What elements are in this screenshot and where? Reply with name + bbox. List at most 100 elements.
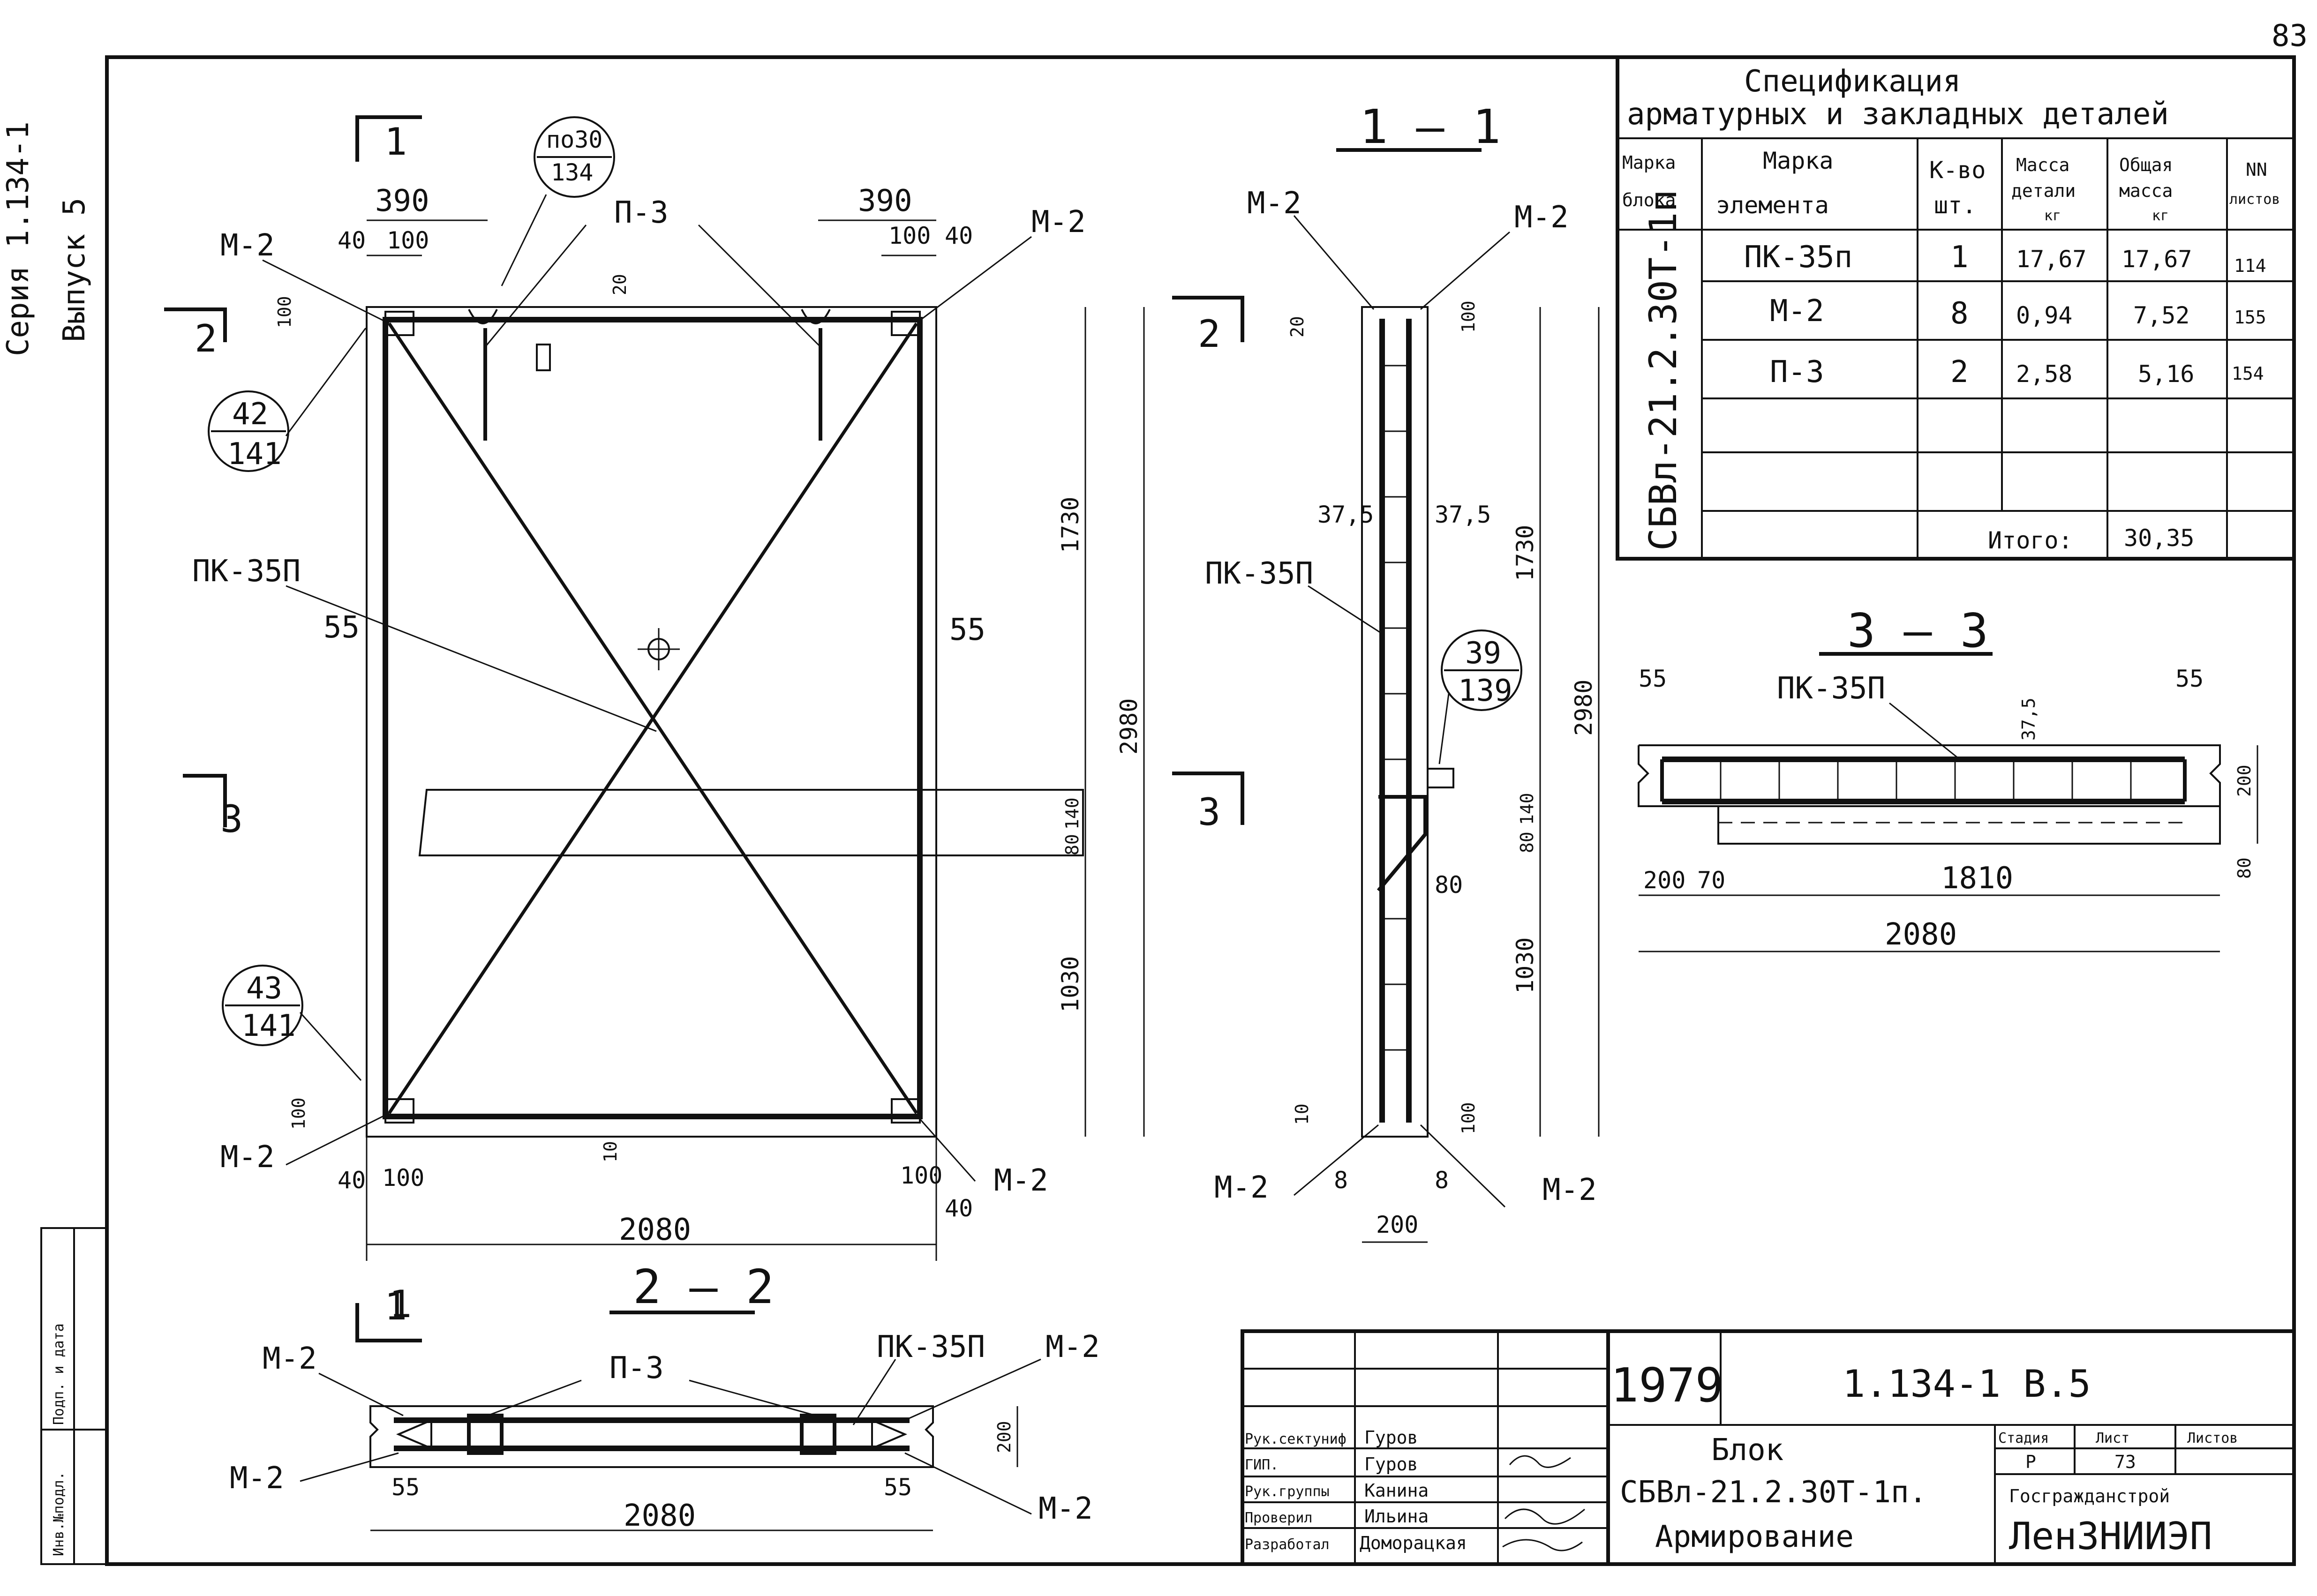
dim-10: 10 xyxy=(600,1141,621,1162)
s22-mark-1: 1 xyxy=(384,1285,407,1328)
row1-element: ПК-35п xyxy=(1744,240,1852,275)
tb-org-2: ЛенЗНИИЭП xyxy=(2009,1514,2212,1558)
tb-sheets-h: Листов xyxy=(2187,1430,2238,1446)
row3-mass: 2,58 xyxy=(2016,360,2072,388)
s33-dim-200: 200 xyxy=(1643,867,1685,894)
s11-label-m2-bl: М-2 xyxy=(1214,1170,1269,1205)
tb-year: 1979 xyxy=(1610,1358,1723,1413)
s11-mark-2: 2 xyxy=(1198,312,1220,356)
tb-sheet-h: Лист xyxy=(2096,1430,2129,1446)
tb-role-1: Рук.сектуниф xyxy=(1245,1431,1347,1447)
s22-label-pk35: ПК-35П xyxy=(877,1330,985,1364)
label-m2-tr: М-2 xyxy=(1031,205,1086,240)
s11-dim-8-r: 8 xyxy=(1435,1167,1449,1194)
tb-stage: Р xyxy=(2025,1452,2036,1472)
s11-dim-200: 200 xyxy=(1376,1211,1418,1238)
sheet-frame xyxy=(105,55,2296,1566)
tb-org-1: Госгражданстрой xyxy=(2009,1486,2170,1506)
plan-view: 1 2 3 1 390 390 40 100 100 40 20 100 55 … xyxy=(164,115,1145,1342)
row1-mass: 17,67 xyxy=(2016,246,2087,273)
dim-2980: 2980 xyxy=(1115,698,1143,755)
title-block: 1979 1.134-1 В.5 Рук.сектуниф Гуров ГИП.… xyxy=(1241,1329,2296,1566)
tb-name-line-1: Блок xyxy=(1711,1433,1783,1468)
row2-total: 7,52 xyxy=(2133,302,2189,329)
s33-dim-55-r: 55 xyxy=(2175,665,2204,692)
section-2-2: 2 — 2 1 М-2 П-3 ПК-35П М-2 М-2 М-2 200 5… xyxy=(230,1259,1100,1533)
s22-dim-55-r: 55 xyxy=(884,1474,912,1501)
dim-100-tr: 100 xyxy=(888,222,931,249)
row2-sheet: 155 xyxy=(2234,307,2266,328)
s11-dim-140: 140 xyxy=(1517,793,1537,825)
hdr-block-1: Марка xyxy=(1622,152,1676,173)
section-1-1: 1 — 1 2 3 М-2 М-2 ПК-35П М-2 М-2 20 100 … xyxy=(1172,99,1600,1243)
hdr-total-3: кг xyxy=(2152,208,2169,224)
spec-total-value: 30,35 xyxy=(2124,525,2195,552)
s11-dim-8-l: 8 xyxy=(1334,1167,1348,1194)
cage-frame xyxy=(383,317,923,1119)
dim-390-right: 390 xyxy=(858,184,912,218)
s33-dim-70: 70 xyxy=(1697,867,1725,894)
hdr-sheets-2: листов xyxy=(2229,191,2280,208)
callout-39-value: 39 xyxy=(1465,636,1501,671)
stamp-sign: Подп. и дата xyxy=(51,1323,67,1425)
row1-qty: 1 xyxy=(1950,240,1969,275)
tb-role-4: Проверил xyxy=(1245,1510,1313,1526)
tb-name-line-2: СБВл-21.2.30Т-1п. xyxy=(1620,1475,1927,1510)
s11-dim-80b: 80 xyxy=(1435,871,1463,899)
s11-dim-10: 10 xyxy=(1292,1103,1312,1125)
tb-sheet: 73 xyxy=(2114,1452,2136,1472)
panel-outline xyxy=(366,306,937,1138)
hdr-qty-1: К-во xyxy=(1929,157,1986,184)
cross-bar-2 xyxy=(388,322,918,1114)
plan-mark-1: 1 xyxy=(384,120,407,164)
hdr-elem-1: Марка xyxy=(1763,147,1834,174)
row2-mass: 0,94 xyxy=(2016,302,2072,329)
s22-label-m2-tr: М-2 xyxy=(1046,1330,1100,1364)
callout-43: 43 141 xyxy=(222,965,362,1081)
callout-39-ref: 139 xyxy=(1458,674,1512,708)
s11-dim-1730: 1730 xyxy=(1512,525,1539,581)
dim-55-right: 55 xyxy=(949,613,985,647)
dim-55-left: 55 xyxy=(323,610,360,645)
tb-role-2: ГИП. xyxy=(1245,1457,1279,1473)
s11-dim-80: 80 xyxy=(1517,832,1537,853)
series-label: Серия 1.134-1 xyxy=(1,121,36,356)
s11-dim-375-r: 37,5 xyxy=(1435,501,1491,528)
tb-name-line-3: Армирование xyxy=(1655,1520,1854,1554)
tb-doc-code: 1.134-1 В.5 xyxy=(1843,1362,2091,1406)
callout-42-ref: 141 xyxy=(227,437,282,472)
s33-dim-80: 80 xyxy=(2234,857,2255,879)
stamp-inv: Инв.№подл. xyxy=(51,1471,67,1556)
dim-40-tl: 40 xyxy=(338,227,366,254)
dim-40-br: 40 xyxy=(945,1195,973,1222)
s11-dim-20: 20 xyxy=(1287,316,1308,337)
spec-total-label: Итого: xyxy=(1988,527,2073,554)
row3-element: П-3 xyxy=(1770,355,1824,390)
label-m2-tl: М-2 xyxy=(220,228,275,263)
row3-total: 5,16 xyxy=(2138,360,2194,388)
hdr-total-1: Общая xyxy=(2119,155,2173,175)
section-1-1-outline xyxy=(1361,306,1429,1138)
dim-100-bl: 100 xyxy=(382,1164,424,1191)
callout-top-value: по30 xyxy=(546,126,602,153)
signature-2 xyxy=(1504,1508,1585,1525)
label-pk35: ПК-35П xyxy=(192,554,301,589)
label-m2-br: М-2 xyxy=(994,1163,1048,1198)
s22-dim-55-l: 55 xyxy=(391,1474,420,1501)
dim-40-bl: 40 xyxy=(338,1167,366,1194)
dim-390-left: 390 xyxy=(375,184,429,218)
plan-mark-2: 2 xyxy=(195,317,217,360)
dim-20: 20 xyxy=(609,274,630,295)
row2-element: М-2 xyxy=(1770,294,1824,329)
s11-dim-375-l: 37,5 xyxy=(1317,501,1374,528)
left-stamp: Инв.№подл. Подп. и дата xyxy=(40,1227,108,1565)
row1-sheet: 114 xyxy=(2234,255,2266,276)
hdr-qty-2: шт. xyxy=(1934,192,1976,219)
tb-stage-h: Стадия xyxy=(1998,1430,2049,1446)
row3-qty: 2 xyxy=(1950,355,1969,390)
spec-title-2: арматурных и закладных деталей xyxy=(1627,97,2169,132)
signature-1 xyxy=(1509,1455,1571,1468)
section-3-3-title: 3 — 3 xyxy=(1847,603,1988,658)
signature-3 xyxy=(1502,1539,1583,1551)
